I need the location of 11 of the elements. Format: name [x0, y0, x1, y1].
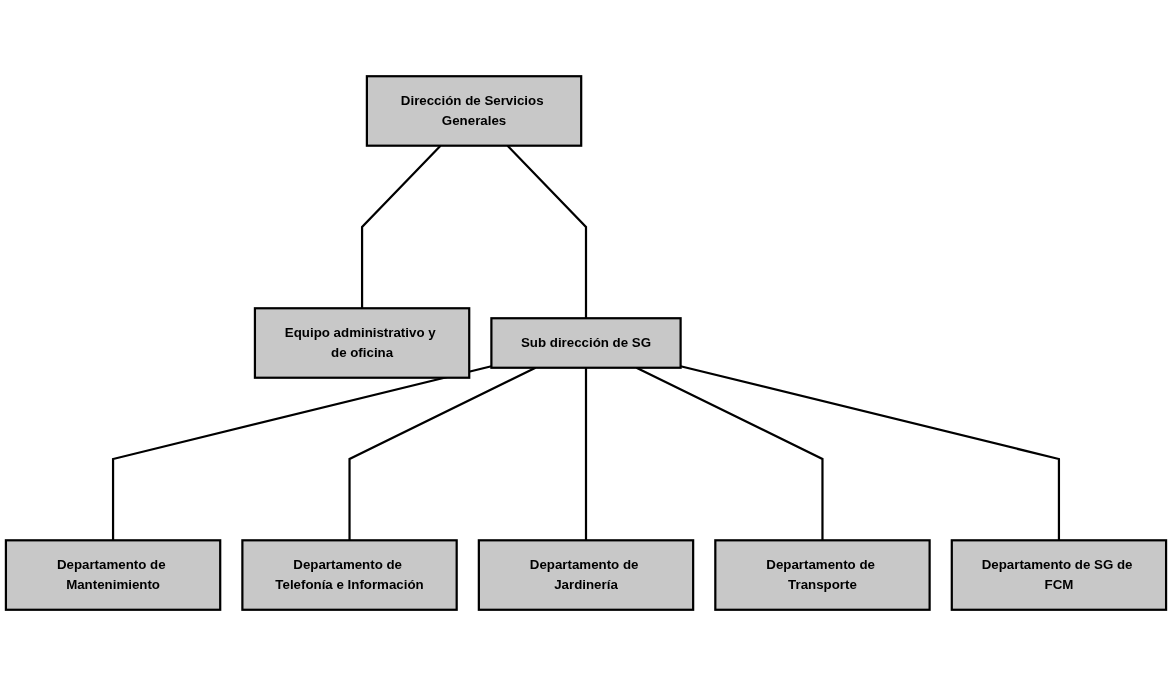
node-box: Sub dirección de SG — [490, 317, 682, 369]
connector — [111, 365, 492, 541]
node-box: Departamento de Telefonía e Información — [241, 539, 458, 611]
node-box: Departamento de Jardinería — [477, 539, 695, 611]
node-box: Departamento de Mantenimiento — [4, 539, 222, 611]
node-box: Departamento de SG de FCM — [950, 539, 1168, 611]
connector — [680, 365, 1061, 541]
node-box: Equipo administrativo y de oficina — [253, 307, 471, 379]
node-box: Dirección de Servicios Generales — [365, 75, 583, 147]
connector — [584, 367, 588, 541]
node-box: Departamento de Transporte — [714, 539, 931, 611]
